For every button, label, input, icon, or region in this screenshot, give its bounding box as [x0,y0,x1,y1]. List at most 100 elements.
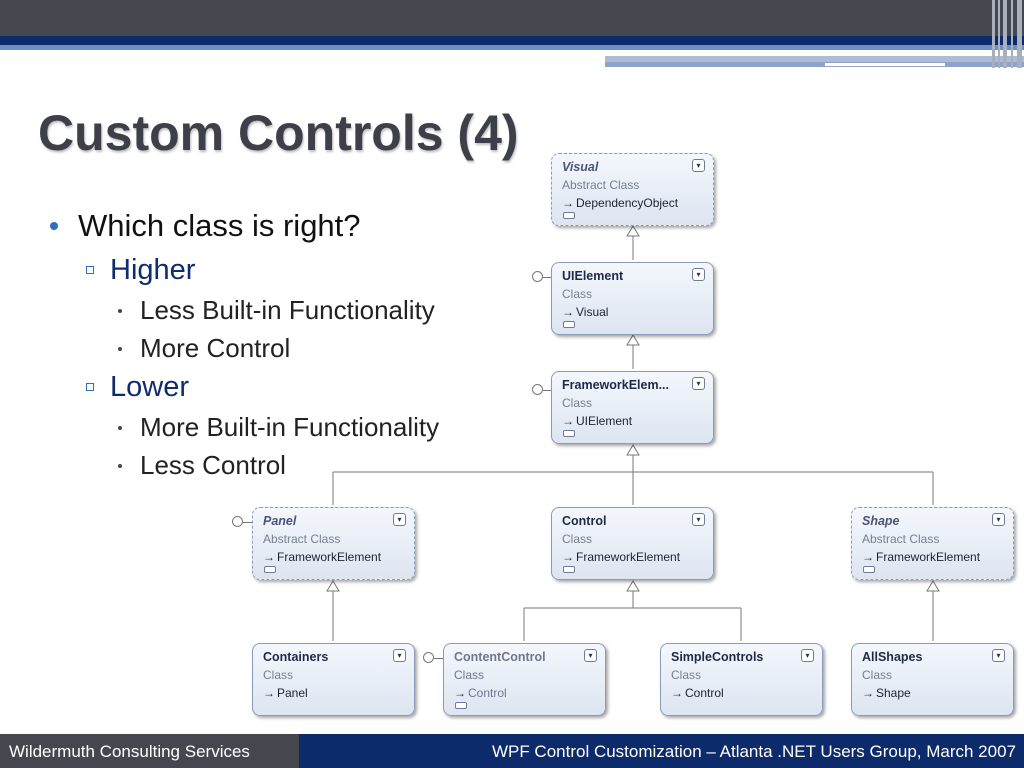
inheritance-arrow-icon [326,580,340,592]
inherits-arrow-icon: → [263,550,275,564]
toggle-icon[interactable] [563,566,575,573]
class-kind: Class [562,287,593,301]
footer-left-text: Wildermuth Consulting Services [9,742,250,761]
small-dot-icon [118,464,122,468]
toggle-icon[interactable] [455,702,467,709]
page-title: Custom Controls (4) [38,105,519,161]
collapse-chevron-icon[interactable]: ▾ [801,649,814,662]
class-name: Shape [862,514,900,528]
class-box-contentcontrol[interactable]: ContentControl ▾ Class → Control [443,643,606,716]
class-base: FrameworkElement [277,550,382,564]
class-kind: Class [671,668,702,682]
bullet-higher-item-1: Less Built-in Functionality [140,295,435,325]
class-kind: Class [562,396,593,410]
header-stripe-white [825,63,945,66]
footer-right-bar [299,734,1024,768]
class-base: Control [685,686,724,700]
class-kind: Abstract Class [263,532,341,546]
small-dot-icon [118,347,122,351]
header-stripe-blue [0,45,1024,50]
inherits-arrow-icon: → [454,686,466,700]
square-bullet-icon [86,266,94,274]
class-base: FrameworkElement [576,550,681,564]
collapse-chevron-icon[interactable]: ▾ [992,513,1005,526]
inheritance-arrow-icon [626,225,640,237]
bullet-higher-item-2: More Control [140,333,291,363]
inheritance-arrow-icon [626,444,640,456]
bullet-dot-icon [50,222,58,230]
class-kind: Abstract Class [862,532,940,546]
inheritance-arrow-icon [626,334,640,346]
toggle-icon[interactable] [563,430,575,437]
bullet-level1: Which class is right? [78,208,361,243]
class-kind: Class [562,532,593,546]
class-box-uielement[interactable]: UIElement ▾ Class → Visual [551,262,714,335]
class-box-visual[interactable]: Visual ▾ Abstract Class → DependencyObje… [551,153,714,226]
class-kind: Abstract Class [562,178,640,192]
class-name: UIElement [562,269,624,283]
header-stripe-right-1 [605,56,1024,62]
class-box-panel[interactable]: Panel ▾ Abstract Class → FrameworkElemen… [252,507,415,580]
header-bar [0,0,1024,36]
bullet-lower: Lower [110,371,189,403]
class-name: ContentControl [454,650,546,664]
class-name: Containers [263,650,329,664]
class-base: Visual [576,305,609,319]
header-stripe-right-2 [605,62,1024,67]
inheritance-arrow-icon [926,580,940,592]
header-vertical-bars [990,0,1024,68]
class-name: Control [562,514,607,528]
class-base: FrameworkElement [876,550,981,564]
interface-lollipop-icon [532,271,543,282]
class-box-frameworkelement[interactable]: FrameworkElem... ▾ Class → UIElement [551,371,714,444]
inherits-arrow-icon: → [862,686,874,700]
class-box-simplecontrols[interactable]: SimpleControls ▾ Class → Control [660,643,823,716]
toggle-icon[interactable] [863,566,875,573]
inheritance-arrow-icon [626,580,640,592]
collapse-chevron-icon[interactable]: ▾ [692,377,705,390]
class-kind: Class [862,668,893,682]
inherits-arrow-icon: → [862,550,874,564]
class-box-shape[interactable]: Shape ▾ Abstract Class → FrameworkElemen… [851,507,1014,580]
small-dot-icon [118,426,122,430]
collapse-chevron-icon[interactable]: ▾ [992,649,1005,662]
toggle-icon[interactable] [563,212,575,219]
class-kind: Class [454,668,485,682]
footer-right-text: WPF Control Customization – Atlanta .NET… [491,742,1016,761]
interface-lollipop-icon [423,652,434,663]
inherits-arrow-icon: → [263,686,275,700]
inherits-arrow-icon: → [671,686,683,700]
toggle-icon[interactable] [264,566,276,573]
bullet-higher: Higher [110,254,196,286]
class-kind: Class [263,668,294,682]
square-bullet-icon [86,383,94,391]
bullet-lower-item-2: Less Control [140,450,286,480]
class-name: Visual [562,160,599,174]
class-base: UIElement [576,414,633,428]
collapse-chevron-icon[interactable]: ▾ [692,268,705,281]
interface-lollipop-icon [532,384,543,395]
class-box-control[interactable]: Control ▾ Class → FrameworkElement [551,507,714,580]
interface-lollipop-icon [232,516,243,527]
class-box-containers[interactable]: Containers ▾ Class → Panel [252,643,415,716]
inherits-arrow-icon: → [562,305,574,319]
inherits-arrow-icon: → [562,550,574,564]
class-base: DependencyObject [576,196,679,210]
inherits-arrow-icon: → [562,414,574,428]
inherits-arrow-icon: → [562,196,574,210]
collapse-chevron-icon[interactable]: ▾ [584,649,597,662]
class-name: FrameworkElem... [562,378,669,392]
collapse-chevron-icon[interactable]: ▾ [393,649,406,662]
class-base: Control [468,686,507,700]
footer-left-bar [0,734,299,768]
class-name: AllShapes [862,650,923,664]
header-stripe-navy [0,36,1024,45]
collapse-chevron-icon[interactable]: ▾ [393,513,406,526]
toggle-icon[interactable] [563,321,575,328]
bullet-lower-item-1: More Built-in Functionality [140,412,440,442]
collapse-chevron-icon[interactable]: ▾ [692,159,705,172]
collapse-chevron-icon[interactable]: ▾ [692,513,705,526]
class-name: Panel [263,514,297,528]
class-box-allshapes[interactable]: AllShapes ▾ Class → Shape [851,643,1014,716]
